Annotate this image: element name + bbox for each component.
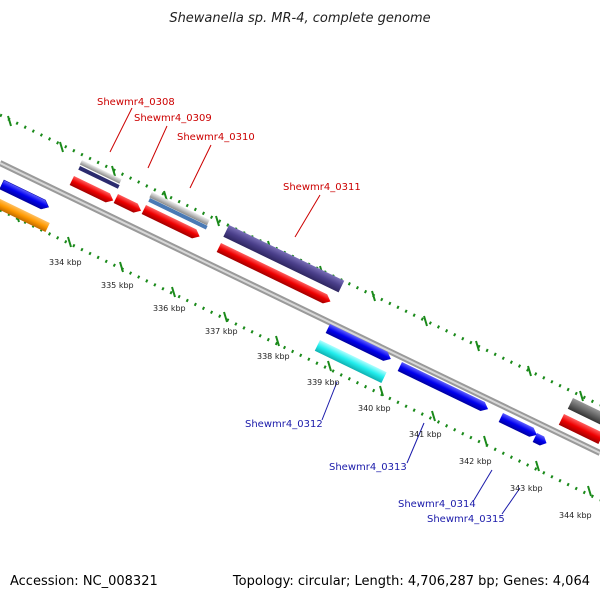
bottom-label-leaders [321,381,521,515]
kbp-label: 337 kbp [205,327,238,336]
inner-tick-ring [0,208,600,502]
gene-label-0312[interactable]: Shewmr4_0312 [245,419,323,430]
cds-feature-0312-blue[interactable] [325,324,393,363]
kbp-label: 340 kbp [358,404,391,413]
cds-feature[interactable] [0,196,50,232]
bottom-gene-labels: Shewmr4_0312 Shewmr4_0313 Shewmr4_0314 S… [245,419,505,525]
kbp-label: 335 kbp [101,281,134,290]
kbp-label: 342 kbp [459,457,492,466]
accession-text: Accession: NC_008321 [10,574,158,589]
gene-label-0310[interactable]: Shewmr4_0310 [177,132,255,143]
cds-feature-0313-blue[interactable] [397,362,491,414]
cds-feature-0311-red[interactable] [216,243,333,306]
gene-label-0313[interactable]: Shewmr4_0313 [329,462,407,473]
cds-feature-0315-blue[interactable] [532,433,549,448]
kbp-label: 339 kbp [307,378,340,387]
map-title: Shewanella sp. MR-4, complete genome [169,11,430,26]
cds-feature-right-grey[interactable] [567,398,600,427]
gene-label-0314[interactable]: Shewmr4_0314 [398,499,476,510]
cds-feature-0311-slate[interactable] [223,225,345,293]
kbp-label: 334 kbp [49,258,82,267]
cds-feature-0312-cyan[interactable] [314,340,387,384]
cds-feature-right-red[interactable] [558,414,600,444]
top-gene-labels: Shewmr4_0308 Shewmr4_0309 Shewmr4_0310 S… [97,97,361,193]
cds-feature[interactable] [0,179,51,212]
gene-label-0309[interactable]: Shewmr4_0309 [134,113,212,124]
inner-major-ticks [15,211,592,497]
kbp-label: 343 kbp [510,484,543,493]
kbp-label: 338 kbp [257,352,290,361]
topology-text: Topology: circular; Length: 4,706,287 bp… [232,574,590,589]
backbone-highlight [0,162,600,454]
cds-feature-0310-steel[interactable] [148,198,208,230]
cds-feature-0314-blue[interactable] [498,413,539,439]
kbp-label: 341 kbp [409,430,442,439]
cds-feature-0308-grey[interactable] [79,160,122,184]
gene-label-0315[interactable]: Shewmr4_0315 [427,514,505,525]
kbp-label: 344 kbp [559,511,592,520]
gene-label-0308[interactable]: Shewmr4_0308 [97,97,175,108]
top-label-leaders [109,107,321,238]
cds-feature-0310-grey[interactable] [149,192,210,226]
cds-feature-0309-red[interactable] [113,194,144,215]
outer-major-ticks [7,115,584,402]
cds-feature-0310-red[interactable] [141,205,202,241]
gene-label-0311[interactable]: Shewmr4_0311 [283,182,361,193]
cds-feature-0308-red[interactable] [69,176,116,205]
cds-feature-0308-navy[interactable] [78,166,120,189]
kbp-label: 336 kbp [153,304,186,313]
kbp-scale-labels: 334 kbp 335 kbp 336 kbp 337 kbp 338 kbp … [49,258,592,520]
